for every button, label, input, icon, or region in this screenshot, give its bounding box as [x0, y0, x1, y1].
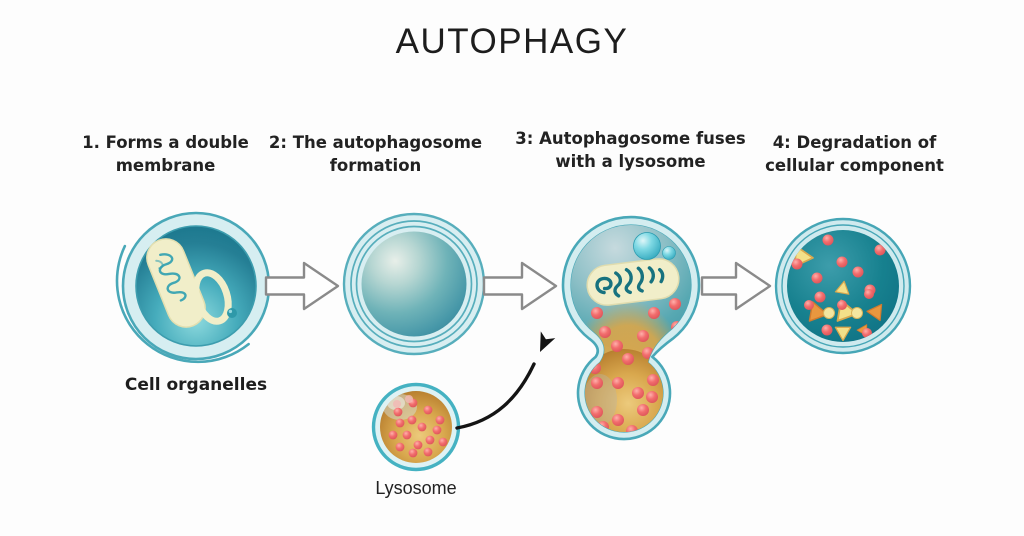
step-4-label: 4: Degradation of cellular component — [765, 133, 944, 176]
enzyme-dots — [589, 298, 683, 433]
fusion-illustration — [561, 215, 701, 441]
digested-mitochondrion-icon — [586, 258, 680, 306]
double-membrane-arc — [115, 244, 250, 364]
autophagosome-illustration — [342, 212, 486, 356]
enzyme-dots-faint — [393, 395, 413, 408]
enzyme-dots — [388, 398, 448, 458]
curved-arrow-icon — [455, 331, 556, 430]
cell-organelles-illustration — [115, 211, 271, 364]
bubble-icon — [662, 246, 676, 260]
lysosome-caption: Lysosome — [375, 478, 457, 498]
step-3-label: 3: Autophagosome fuses with a lysosome — [515, 129, 746, 172]
arrow-right-icon — [264, 261, 340, 311]
enzyme-dots — [791, 234, 886, 338]
cell-organelles-caption: Cell organelles — [124, 375, 268, 395]
mitochondrion-icon — [146, 238, 206, 328]
degradation-illustration — [774, 217, 912, 355]
vesicle-ring-icon — [192, 269, 232, 325]
dot-highlight — [228, 309, 233, 314]
diagram-title: AUTOPHAGY — [395, 22, 629, 61]
arrow-right-icon — [482, 261, 558, 311]
small-organelle-dot — [227, 308, 237, 318]
step-arrows — [264, 261, 772, 311]
arrow-right-icon — [700, 261, 772, 311]
step-1-label: 1. Forms a double membrane — [82, 133, 249, 176]
step-2-label: 2: The autophagosome formation — [268, 133, 483, 176]
bubble-icon — [633, 232, 661, 260]
lysosome-illustration — [371, 382, 461, 472]
debris-balls — [823, 307, 863, 319]
